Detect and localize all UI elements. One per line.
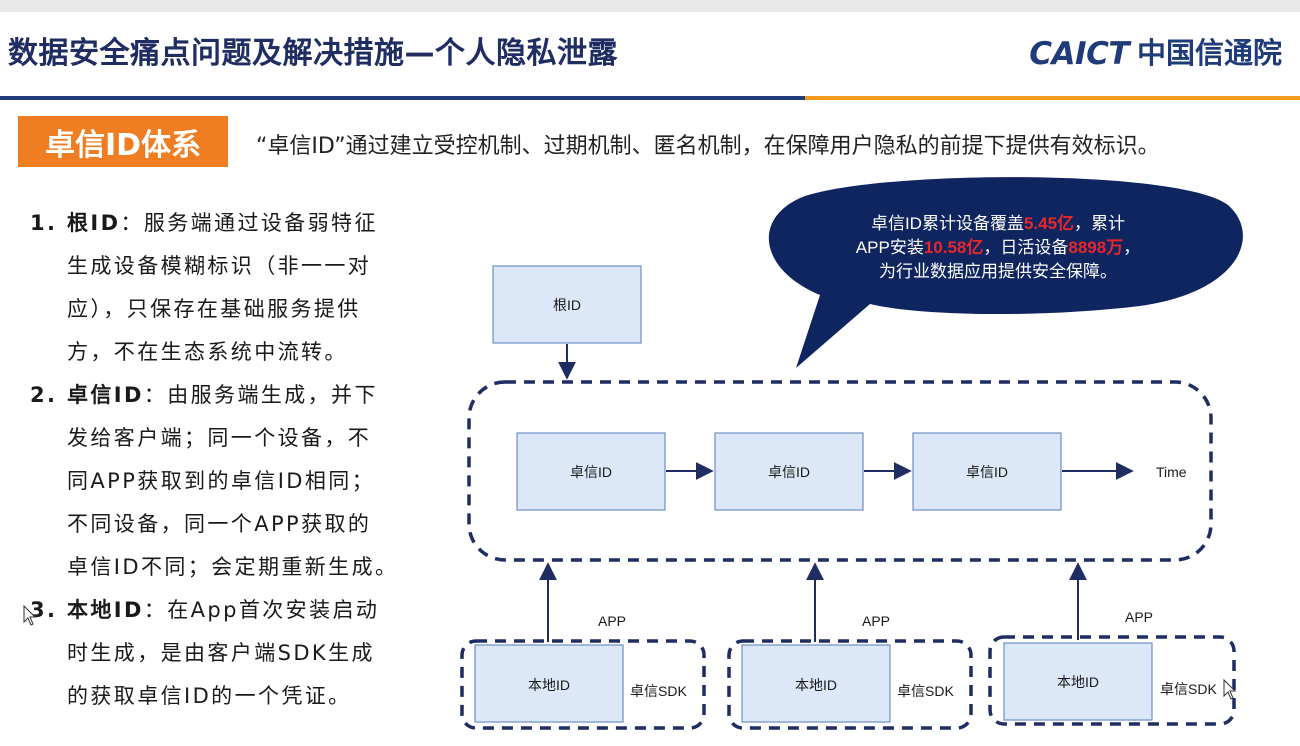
app-label: APP [862,613,890,629]
zhuoxin-id-label: 卓信ID [966,464,1008,480]
timeline-container [467,380,1213,562]
bubble-highlight: 10.58亿 [924,237,984,257]
local-id-label: 本地ID [1057,674,1099,690]
list-item-zhuoxin-id: 2. 卓信ID：由服务端生成，并下 发给客户端；同一个设备，不 同APP获取到的… [30,374,430,589]
list-line: 应），只保存在基础服务提供 [67,297,361,321]
list-line: 发给客户端；同一个设备，不 [67,426,372,450]
zhuoxin-id-label: 卓信ID [768,464,810,480]
logo-chinese: 中国信通院 [1136,36,1282,70]
bubble-text: 卓信ID累计设备覆盖 [871,214,1024,233]
caict-logo: CAICT 中国信通院 [1029,30,1282,72]
page-title: 数据安全痛点问题及解决措施—个人隐私泄露 [8,36,618,71]
list-line: 的获取卓信ID的一个凭证。 [67,684,352,708]
list-line: 方，不在生态系统中流转。 [67,340,348,364]
list-term: 卓信ID [67,383,144,407]
stats-bubble: 卓信ID累计设备覆盖5.45亿，累计 APP安装10.58亿，日活设备8898万… [768,177,1243,368]
list-number: 2. [30,383,58,407]
zhuoxin-id-box [714,432,864,511]
mouse-cursor-icon [1223,678,1237,700]
bubble-text: 为行业数据应用提供安全保障。 [879,262,1117,281]
sdk-label: 卓信SDK [1160,681,1217,697]
list-line: 时生成，是由客户端SDK生成 [67,641,375,665]
bubble-text: ， [1123,238,1140,257]
intro-text: “卓信ID”通过建立受控机制、过期机制、匿名机制，在保障用户隐私的前提下提供有效… [256,134,1160,159]
zhuoxin-id-box [516,432,666,511]
time-label: Time [1156,464,1187,480]
bubble-highlight: 8898万 [1068,238,1123,257]
local-id-box [1003,642,1153,721]
local-id-box [741,644,891,723]
list-number: 3. [30,598,58,622]
header-rule-orange [805,96,1300,100]
list-line: 同APP获取到的卓信ID相同； [67,469,376,493]
sdk-label: 卓信SDK [630,683,687,699]
zhuoxin-id-box [912,432,1062,511]
app-container [988,635,1236,726]
logo-latin: CAICT [1029,36,1129,72]
list-line: 生成设备模糊标识（非一一对 [67,254,372,278]
bubble-highlight: 5.45亿 [1024,213,1074,233]
local-id-label: 本地ID [795,677,837,693]
list-line: 不同设备，同一个APP获取的 [67,512,372,536]
sdk-label: 卓信SDK [897,683,954,699]
list-line: ：在App首次安装启动 [143,598,380,622]
list-item-root-id: 1. 根ID：服务端通过设备弱特征 生成设备模糊标识（非一一对 应），只保存在基… [30,202,430,374]
header-rule-blue [0,96,805,100]
id-list: 1. 根ID：服务端通过设备弱特征 生成设备模糊标识（非一一对 应），只保存在基… [30,202,430,718]
section-badge: 卓信ID体系 [18,116,228,167]
bubble-text: ，累计 [1074,214,1125,233]
list-term: 本地ID [67,598,144,622]
mouse-cursor-icon [23,604,37,626]
list-line: ：由服务端生成，并下 [143,383,378,407]
svg-text:卓信ID累计设备覆盖5.45亿，累计: 卓信ID累计设备覆盖5.45亿，累计 [871,213,1125,233]
bubble-text: ，日活设备 [983,238,1068,257]
list-item-local-id: 3. 本地ID：在App首次安装启动 时生成，是由客户端SDK生成 的获取卓信I… [30,589,430,718]
app-container [727,639,973,730]
local-id-label: 本地ID [528,677,570,693]
app-label: APP [598,613,626,629]
list-term: 根ID [67,211,121,235]
bubble-text: APP安装 [856,238,924,257]
svg-text:APP安装10.58亿，日活设备8898万，: APP安装10.58亿，日活设备8898万， [856,237,1140,257]
root-id-box [492,265,642,344]
list-line: 卓信ID不同；会定期重新生成。 [67,555,399,579]
list-line: ：服务端通过设备弱特征 [120,211,378,235]
bubble-shape [768,177,1243,368]
app-label: APP [1125,609,1153,625]
app-container [460,639,706,730]
zhuoxin-id-label: 卓信ID [570,464,612,480]
root-id-label: 根ID [553,297,581,313]
local-id-box [474,644,624,723]
top-strip [0,0,1300,12]
list-number: 1. [30,211,58,235]
